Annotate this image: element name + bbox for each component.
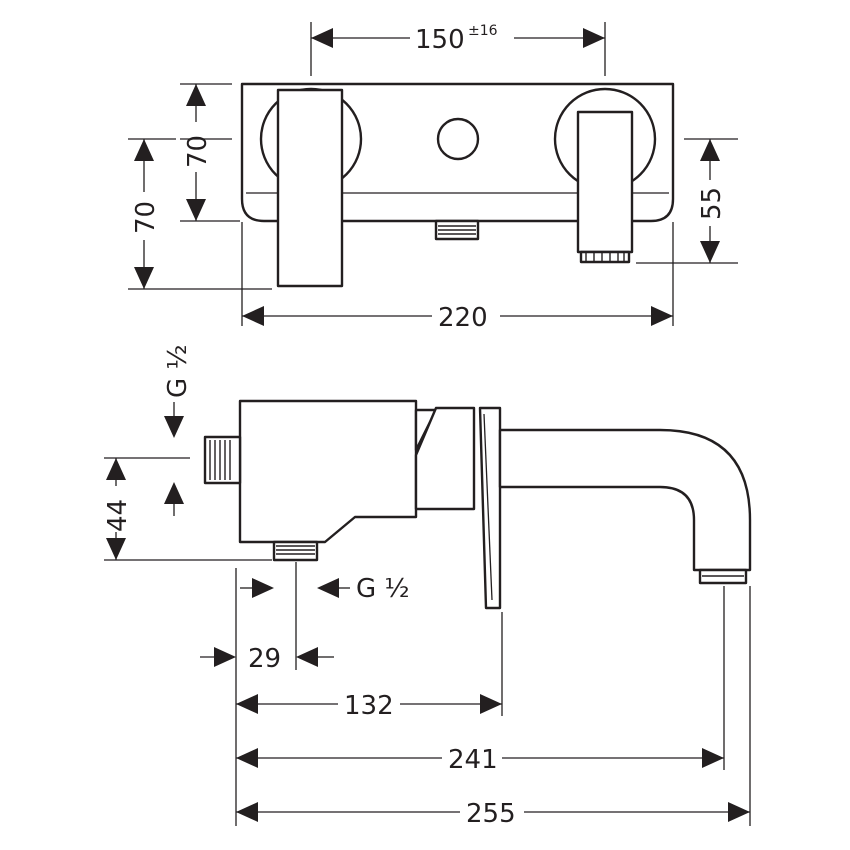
right-lever-end-cap-thread — [585, 252, 625, 262]
right-lever-handle — [576, 110, 634, 254]
dim-centers-tolerance: ±16 — [468, 23, 498, 39]
side-view-cartridge-housing — [414, 406, 476, 511]
dim-inlet-thread: G ½ — [163, 344, 193, 516]
side-view-spout — [498, 428, 752, 572]
left-lever-handle — [276, 88, 344, 288]
dim-centers-value: 150 — [415, 25, 465, 55]
dim-overall-depth: 255 — [236, 799, 750, 829]
dim-rosette-depth: 132 — [236, 691, 502, 721]
dim-inlet-thread-value: G ½ — [163, 344, 193, 398]
dim-outlet-thread: G ½ — [240, 574, 410, 604]
dim-inlet-height: 44 — [103, 458, 133, 560]
top-view-wall-plate — [240, 82, 675, 223]
dim-inlet-height-value: 44 — [103, 499, 133, 532]
top-view-outlet-thread-lines — [438, 225, 476, 235]
dim-outlet-offset: 29 — [200, 644, 334, 674]
dim-height-left-outer-value: 70 — [131, 201, 161, 234]
side-view-inlet-thread — [203, 435, 242, 485]
dim-outlet-offset-value: 29 — [248, 644, 281, 674]
side-view-body — [238, 399, 418, 544]
dim-overall-width-value: 220 — [438, 303, 488, 333]
center-diverter-knob — [436, 117, 480, 161]
side-view: G ½ 44 G ½ 29 — [103, 344, 752, 829]
top-view-extension-lines — [128, 22, 738, 326]
right-lever-end-cap — [579, 250, 631, 264]
dim-spout-reach: 241 — [236, 745, 724, 775]
dim-overall-depth-value: 255 — [466, 799, 516, 829]
dim-outlet-thread-value: G ½ — [356, 574, 410, 604]
dim-height-right: 55 — [697, 139, 727, 263]
dim-spout-reach-value: 241 — [448, 745, 498, 775]
side-view-rosette-edge — [483, 413, 493, 601]
side-view-rosette — [478, 406, 502, 610]
dim-rosette-depth-value: 132 — [344, 691, 394, 721]
side-view-outlet-thread-lines — [276, 545, 315, 555]
dim-height-right-value: 55 — [697, 187, 727, 220]
top-view: 150 ±16 220 70 70 — [128, 22, 738, 333]
dim-overall-width: 220 — [242, 303, 673, 333]
side-view-extension-lines — [104, 457, 751, 826]
side-view-inlet-thread-lines — [209, 440, 231, 480]
side-view-outlet-thread — [272, 540, 319, 562]
dim-height-left-outer: 70 — [131, 139, 161, 289]
dim-height-left-inner: 70 — [183, 84, 213, 221]
dim-height-left-inner-value: 70 — [183, 135, 213, 168]
dim-centers: 150 ±16 — [311, 23, 605, 55]
